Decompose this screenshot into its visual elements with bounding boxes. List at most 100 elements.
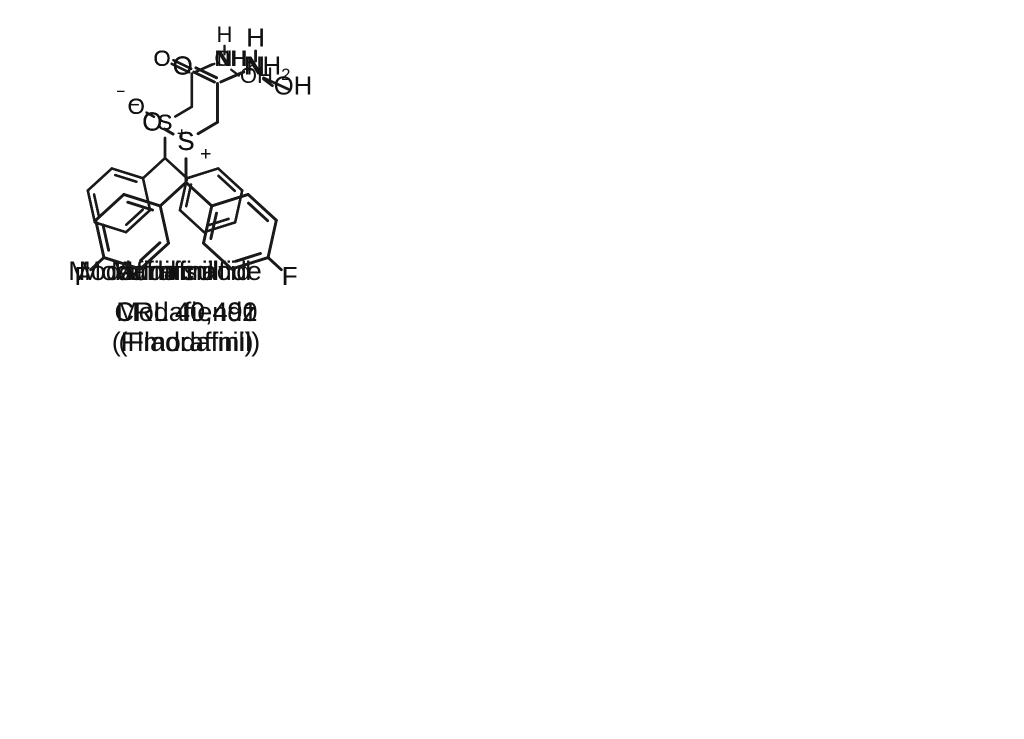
ring-inner-bond bbox=[234, 252, 262, 263]
atom-label-sulfur: S bbox=[158, 110, 173, 135]
charge-plus: + bbox=[177, 125, 187, 143]
atom-label-sulfur: S bbox=[158, 110, 173, 135]
atom-label-nitrogen: N bbox=[246, 53, 265, 81]
atom-label-sulfoxide-oxygen: O bbox=[128, 94, 145, 119]
ring-bond bbox=[230, 256, 270, 271]
ring-bond bbox=[178, 208, 206, 234]
charge-minus: − bbox=[129, 94, 139, 114]
atom-label-fluorine: F bbox=[75, 263, 91, 291]
bond bbox=[158, 180, 188, 208]
structure-caption: Modafiendz bbox=[116, 297, 256, 327]
bond bbox=[141, 156, 167, 180]
atom-label-hydroxyl: OH bbox=[240, 63, 273, 88]
n-o-bond bbox=[262, 77, 274, 88]
bond bbox=[219, 70, 246, 84]
atom-label-carbonyl-oxygen: O bbox=[154, 46, 171, 71]
atom-label-fluorine: F bbox=[282, 263, 298, 291]
structure-caption: Modafinil bbox=[110, 256, 220, 286]
ring-inner-bond bbox=[101, 223, 110, 252]
atom-label-carbonyl-oxygen: O bbox=[173, 53, 193, 81]
c-f-bond bbox=[266, 256, 283, 272]
bond bbox=[170, 62, 191, 74]
atom-label-sulfoxide-oxygen: O bbox=[128, 94, 145, 119]
ring-inner-bond bbox=[139, 241, 162, 262]
subscript: 2 bbox=[246, 59, 254, 75]
bond bbox=[193, 63, 214, 74]
n-methyl-bond bbox=[262, 76, 290, 91]
ring-inner-bond bbox=[206, 217, 230, 227]
subscript: 2 bbox=[281, 65, 290, 84]
ring-bond bbox=[216, 167, 244, 192]
charge-minus: − bbox=[129, 94, 139, 114]
ring-bond bbox=[202, 221, 237, 234]
atom-label-n-hydrogen: H bbox=[246, 24, 265, 52]
bond bbox=[184, 180, 214, 208]
atom-label-fluorine: F bbox=[282, 263, 298, 291]
ring-bond bbox=[110, 167, 145, 180]
structure-caption: CRL 40,490 bbox=[114, 297, 258, 327]
ring-bond bbox=[102, 256, 142, 271]
ring-inner-bond bbox=[114, 173, 138, 183]
ring-bond bbox=[210, 193, 250, 208]
atom-label-n-hydrogen: H bbox=[246, 24, 265, 52]
ring-bond bbox=[124, 208, 152, 234]
structure-caption-alias: (Flmodafinil) bbox=[111, 327, 261, 358]
bond bbox=[172, 59, 193, 70]
ring-inner-bond bbox=[185, 183, 193, 208]
ring-inner-bond bbox=[126, 200, 154, 212]
charge-plus: + bbox=[177, 125, 187, 143]
atom-label-sulfur: S bbox=[177, 128, 194, 156]
c-f-bond bbox=[89, 256, 106, 272]
charge-plus: + bbox=[200, 144, 211, 165]
atom-label-nitrogen: N bbox=[217, 46, 233, 71]
s-o-bond bbox=[145, 111, 156, 118]
bond bbox=[192, 70, 216, 84]
atom-label-carbonyl-oxygen: O bbox=[154, 46, 171, 71]
ring-inner-bond bbox=[125, 208, 144, 226]
ring-inner-bond bbox=[247, 201, 269, 223]
atom-label-nitrogen: N bbox=[246, 53, 265, 81]
atom-label-sulfoxide-oxygen: O bbox=[142, 109, 162, 137]
ring-inner-bond bbox=[92, 193, 101, 218]
ring-bond bbox=[266, 218, 278, 259]
atom-label-sulfoxide-oxygen: O bbox=[142, 109, 162, 137]
ring-bond bbox=[202, 241, 233, 271]
atom-label-sulfoxide-oxygen: O bbox=[142, 109, 162, 137]
structure-caption-alias: (Fladrafinil) bbox=[118, 327, 254, 358]
bond bbox=[196, 120, 219, 136]
atom-label-sulfur: S bbox=[158, 110, 173, 135]
ring-inner-bond bbox=[209, 211, 218, 240]
charge-plus: + bbox=[200, 144, 211, 165]
ring-bond bbox=[139, 241, 170, 271]
bond bbox=[174, 105, 194, 118]
atom-label-fluorine: F bbox=[75, 263, 91, 291]
ring-bond bbox=[185, 167, 220, 180]
atom-label-sulfur: S bbox=[158, 110, 173, 135]
ring-bond bbox=[202, 204, 214, 245]
ring-bond bbox=[122, 193, 162, 208]
structure-caption: CRL 40,491 bbox=[114, 297, 258, 327]
charge-minus: − bbox=[116, 84, 125, 101]
ring-bond bbox=[93, 221, 128, 234]
charge-minus: − bbox=[116, 84, 125, 101]
ring-bond bbox=[94, 193, 126, 222]
ring-bond bbox=[141, 177, 152, 212]
ring-bond bbox=[246, 193, 278, 222]
structure-caption: Adrafinil bbox=[116, 256, 214, 286]
bond bbox=[194, 66, 218, 80]
atom-label-n-hydrogen: H bbox=[217, 22, 233, 47]
ring-bond bbox=[86, 189, 97, 224]
atom-label-sulfur: S bbox=[177, 128, 194, 156]
ring-inner-bond bbox=[217, 174, 236, 193]
charge-minus: − bbox=[116, 84, 125, 101]
ring-bond bbox=[86, 167, 114, 192]
atom-label-fluorine: F bbox=[75, 263, 91, 291]
atom-label-hydroxyl: OH bbox=[274, 73, 313, 101]
subscript: 2 bbox=[246, 59, 254, 75]
atom-label-carbonyl-oxygen: O bbox=[173, 53, 193, 81]
